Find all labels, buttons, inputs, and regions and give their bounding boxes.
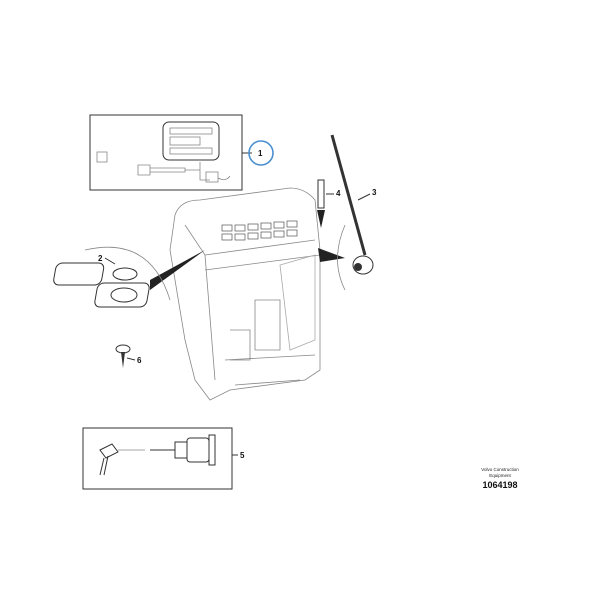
callout-6[interactable]: 6 — [137, 356, 142, 365]
callout-2[interactable]: 2 — [98, 254, 103, 263]
caption-company: Volvo Construction — [481, 467, 519, 472]
radio-unit — [162, 121, 220, 161]
callout-1[interactable]: 1 — [258, 149, 263, 158]
detail-box-aux-jack[interactable] — [82, 427, 238, 490]
highlight-circle — [248, 140, 274, 166]
callout-5[interactable]: 5 — [240, 451, 245, 460]
cab-panel-grid — [221, 220, 298, 241]
antenna[interactable] — [318, 134, 374, 291]
callout-4[interactable]: 4 — [336, 189, 341, 198]
connector-icon — [96, 151, 108, 163]
detail-box-radio[interactable] — [89, 114, 252, 191]
diagram-number: 1064198 — [482, 480, 517, 490]
cab-frame — [169, 187, 321, 401]
screw-4[interactable] — [317, 179, 325, 228]
speakers[interactable] — [53, 246, 205, 308]
screw-6[interactable] — [115, 344, 131, 368]
caption-division: Equipment — [489, 473, 511, 478]
callout-3[interactable]: 3 — [372, 188, 377, 197]
